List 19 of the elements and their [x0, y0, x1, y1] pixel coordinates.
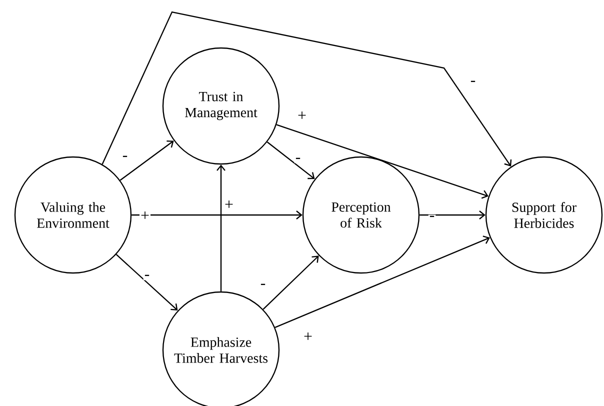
arrow — [120, 140, 174, 181]
edge-label: + — [302, 332, 314, 342]
arrow — [274, 236, 490, 328]
arrow — [276, 124, 488, 199]
edge-label: + — [224, 200, 234, 210]
edge-label: - — [121, 154, 129, 162]
arrow — [266, 142, 315, 180]
edge-label: - — [469, 80, 477, 86]
arrow — [116, 254, 178, 310]
edge-label: + — [296, 110, 308, 122]
edge-label: + — [140, 210, 150, 222]
edge-label: - — [294, 156, 302, 164]
edge-label: - — [259, 282, 267, 290]
edge-label: - — [143, 274, 151, 280]
arrow — [262, 256, 319, 310]
arrow — [102, 11, 512, 167]
arrow — [420, 210, 486, 220]
arrow — [216, 164, 226, 292]
arrow — [132, 210, 302, 220]
